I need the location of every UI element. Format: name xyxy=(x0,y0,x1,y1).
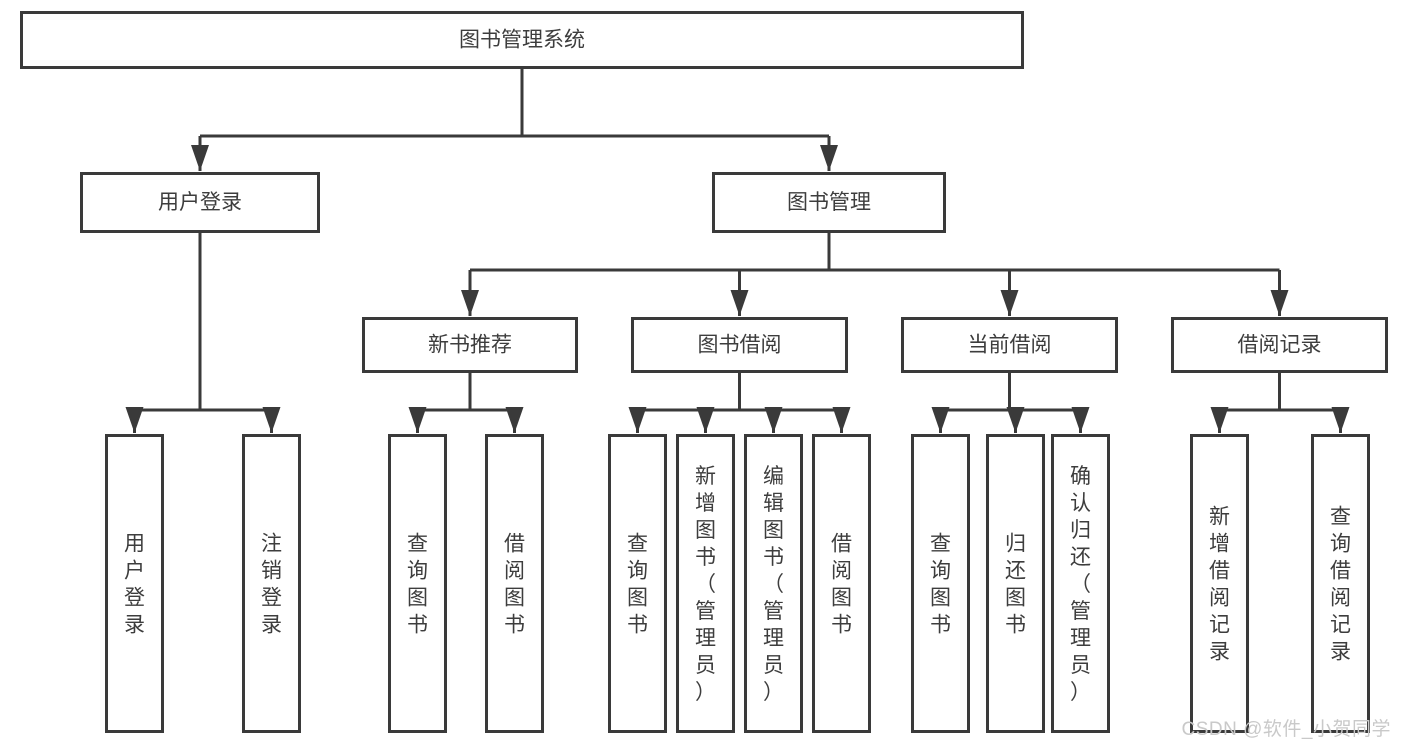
node-查询图书[interactable]: 查询图书 xyxy=(388,434,447,733)
node-box xyxy=(712,172,946,233)
arrow-head-icon xyxy=(696,407,715,433)
node-注销登录[interactable]: 注销登录 xyxy=(242,434,301,733)
connector-layer xyxy=(125,69,1350,433)
node-box xyxy=(1190,434,1249,733)
node-当前借阅[interactable]: 当前借阅 xyxy=(901,317,1118,373)
node-新增借阅记录[interactable]: 新增借阅记录 xyxy=(1190,434,1249,733)
node-label: 图书管理 xyxy=(787,191,871,214)
node-查询图书[interactable]: 查询图书 xyxy=(608,434,667,733)
node-借阅记录[interactable]: 借阅记录 xyxy=(1171,317,1388,373)
node-box xyxy=(1311,434,1370,733)
node-新增图书管理员[interactable]: 新增图书（管理员） xyxy=(676,434,735,733)
node-label: 用户登录 xyxy=(124,533,145,637)
arrow-head-icon xyxy=(1000,290,1019,316)
node-label: 用户登录 xyxy=(158,191,242,214)
node-借阅图书[interactable]: 借阅图书 xyxy=(485,434,544,733)
node-label: 查询借阅记录 xyxy=(1330,506,1351,664)
node-box xyxy=(388,434,447,733)
node-编辑图书管理员[interactable]: 编辑图书（管理员） xyxy=(744,434,803,733)
node-label: 借阅图书 xyxy=(831,533,852,637)
arrow-head-icon xyxy=(408,407,427,433)
node-box xyxy=(631,317,848,373)
node-box xyxy=(911,434,970,733)
node-box xyxy=(1051,434,1110,733)
arrow-head-icon xyxy=(1071,407,1090,433)
node-box xyxy=(901,317,1118,373)
node-box xyxy=(362,317,578,373)
node-用户登录[interactable]: 用户登录 xyxy=(80,172,320,233)
node-图书管理[interactable]: 图书管理 xyxy=(712,172,946,233)
node-box xyxy=(744,434,803,733)
arrow-head-icon xyxy=(832,407,851,433)
node-box xyxy=(105,434,164,733)
node-label: 新增借阅记录 xyxy=(1209,506,1230,664)
node-借阅图书[interactable]: 借阅图书 xyxy=(812,434,871,733)
csdn-watermark: CSDN @软件_小贺同学 xyxy=(1181,719,1391,740)
arrow-head-icon xyxy=(730,290,749,316)
node-确认归还管理员[interactable]: 确认归还（管理员） xyxy=(1051,434,1110,733)
arrow-head-icon xyxy=(461,290,479,316)
node-box xyxy=(812,434,871,733)
node-box xyxy=(608,434,667,733)
node-label: 编辑图书（管理员） xyxy=(763,465,784,704)
node-label: 确认归还（管理员） xyxy=(1070,465,1091,704)
node-label: 图书借阅 xyxy=(698,334,782,357)
arrow-head-icon xyxy=(505,407,524,433)
arrow-head-icon xyxy=(191,145,209,171)
node-用户登录[interactable]: 用户登录 xyxy=(105,434,164,733)
arrow-head-icon xyxy=(125,407,144,433)
node-layer: 图书管理系统用户登录用户登录注销登录图书管理新书推荐查询图书借阅图书图书借阅查询… xyxy=(20,11,1388,733)
node-label: 借阅记录 xyxy=(1238,334,1322,357)
node-box xyxy=(986,434,1045,733)
arrow-head-icon xyxy=(1270,290,1289,316)
node-box xyxy=(676,434,735,733)
arrow-head-icon xyxy=(1006,407,1025,433)
arrow-head-icon xyxy=(1210,407,1229,433)
node-label: 归还图书 xyxy=(1005,533,1026,637)
arrow-head-icon xyxy=(931,407,950,433)
node-查询图书[interactable]: 查询图书 xyxy=(911,434,970,733)
node-box xyxy=(1171,317,1388,373)
arrow-head-icon xyxy=(820,145,838,171)
node-label: 新增图书（管理员） xyxy=(695,465,716,704)
node-图书管理系统[interactable]: 图书管理系统 xyxy=(20,11,1024,69)
node-label: 注销登录 xyxy=(261,533,282,637)
node-box xyxy=(242,434,301,733)
node-label: 当前借阅 xyxy=(968,334,1052,357)
node-label: 图书管理系统 xyxy=(459,29,585,52)
node-图书借阅[interactable]: 图书借阅 xyxy=(631,317,848,373)
node-box xyxy=(80,172,320,233)
arrow-head-icon xyxy=(1331,407,1350,433)
node-新书推荐[interactable]: 新书推荐 xyxy=(362,317,578,373)
node-label: 查询图书 xyxy=(930,533,951,637)
arrow-head-icon xyxy=(262,407,281,433)
arrow-head-icon xyxy=(764,407,783,433)
node-label: 新书推荐 xyxy=(428,334,512,357)
node-box xyxy=(20,11,1024,69)
node-查询借阅记录[interactable]: 查询借阅记录 xyxy=(1311,434,1370,733)
arrow-head-icon xyxy=(628,407,647,433)
node-label: 查询图书 xyxy=(627,533,648,637)
node-归还图书[interactable]: 归还图书 xyxy=(986,434,1045,733)
node-label: 借阅图书 xyxy=(504,533,525,637)
node-label: 查询图书 xyxy=(407,533,428,637)
node-box xyxy=(485,434,544,733)
